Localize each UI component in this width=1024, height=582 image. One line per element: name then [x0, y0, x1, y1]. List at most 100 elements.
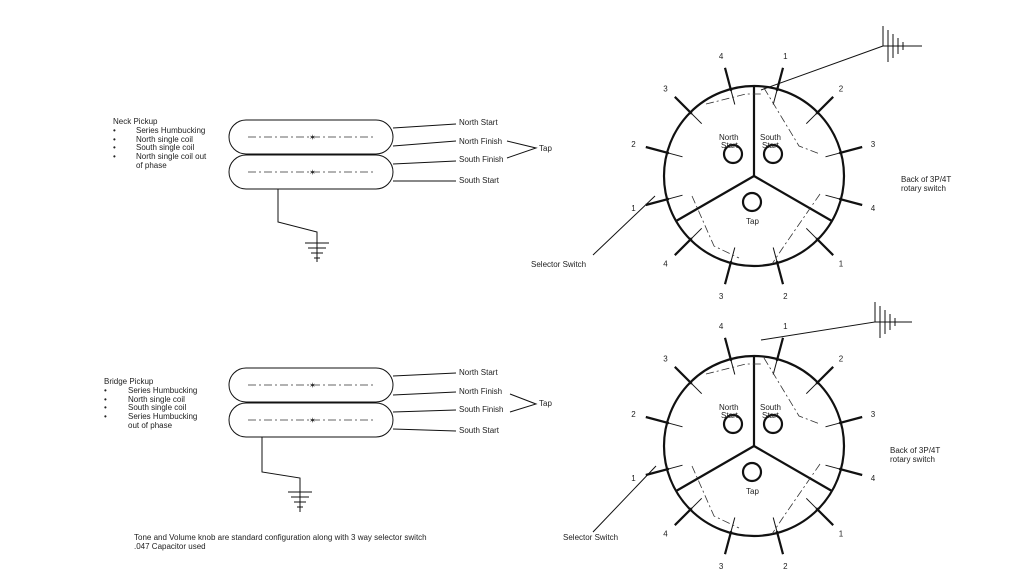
- switch-contact: [825, 464, 840, 470]
- position-number: 4: [663, 530, 668, 539]
- switch-terminal: [674, 96, 693, 115]
- neck-pickup-diagram: Neck Pickup • • • • Series Humbucking No…: [113, 117, 552, 262]
- position-number: 4: [719, 52, 724, 61]
- position-number: 2: [631, 410, 636, 419]
- tap-lug: [741, 461, 763, 483]
- position-number: 1: [631, 474, 636, 483]
- wire-label: North Finish: [459, 387, 502, 396]
- switch-annotations-bottom: Back of 3P/4T rotary switch Selector Swi…: [563, 302, 940, 542]
- pickup-option: South single coil: [128, 403, 186, 412]
- sector-label: South: [760, 133, 781, 142]
- switch-divider: [753, 175, 833, 222]
- switch-terminal: [815, 507, 834, 526]
- selector-pointer: [592, 465, 657, 533]
- switch-terminal: [645, 467, 670, 477]
- north-start-lug: [722, 413, 744, 435]
- wire: [392, 428, 457, 432]
- switch-contact: [825, 152, 840, 158]
- pickup-title: Neck Pickup: [113, 117, 158, 126]
- switch-terminal: [723, 337, 733, 362]
- south-coil: [228, 154, 394, 190]
- position-number: 4: [871, 204, 876, 213]
- magnet-mark: ✶: [309, 416, 316, 425]
- switch-contact: [772, 247, 778, 262]
- switch-terminal: [838, 415, 863, 425]
- selector-label: Selector Switch: [531, 260, 586, 269]
- position-number: 3: [663, 354, 668, 363]
- switch-terminal: [674, 507, 693, 526]
- ground-wire: [261, 437, 301, 512]
- pickup-option: North single coil: [128, 395, 185, 404]
- wire-label: North Finish: [459, 137, 502, 146]
- wire: [392, 409, 457, 413]
- ground-wire: [277, 189, 318, 262]
- bullet: •: [113, 152, 116, 161]
- switch-contact: [805, 383, 817, 395]
- pickup-option: North single coil: [136, 135, 193, 144]
- switch-contact: [805, 497, 817, 509]
- switch-contact: [668, 152, 683, 158]
- position-number: 2: [783, 562, 788, 571]
- tap-lug: [741, 191, 763, 213]
- position-number: 3: [719, 562, 724, 571]
- bullet: •: [113, 143, 116, 152]
- pickup-title: Bridge Pickup: [104, 377, 154, 386]
- switch-terminal: [775, 260, 785, 285]
- tap-bracket: [509, 393, 538, 413]
- ground-lead: [760, 302, 876, 341]
- switch-terminal: [775, 67, 785, 92]
- switch-contact: [691, 383, 703, 395]
- ground-icon: [305, 242, 329, 259]
- north-coil: [228, 119, 394, 155]
- position-number: 2: [783, 292, 788, 301]
- sector-label: North: [719, 133, 739, 142]
- switch-contact: [805, 113, 817, 125]
- switch-terminal: [674, 366, 693, 385]
- sector-label: Start: [721, 411, 739, 420]
- bullet: •: [104, 386, 107, 395]
- position-number: 4: [871, 474, 876, 483]
- internal-jumper: [763, 87, 821, 155]
- magnet-mark: ✶: [309, 133, 316, 142]
- wire: [392, 160, 457, 165]
- switch-contact: [730, 517, 736, 532]
- switch-contact: [772, 517, 778, 532]
- bullet: •: [104, 403, 107, 412]
- wire-label: South Start: [459, 176, 500, 185]
- internal-jumper: [771, 463, 821, 535]
- wire: [392, 391, 457, 396]
- magnet-mark: ✶: [309, 381, 316, 390]
- sector-label: South: [760, 403, 781, 412]
- pickup-option: South single coil: [136, 143, 194, 152]
- switch-contact: [691, 227, 703, 239]
- switch-contact: [825, 194, 840, 200]
- wire-label: North Start: [459, 368, 498, 377]
- bullet: •: [113, 126, 116, 135]
- position-number: 4: [663, 260, 668, 269]
- switch-contact: [825, 422, 840, 428]
- switch-terminal: [723, 67, 733, 92]
- switch-terminal: [723, 260, 733, 285]
- switch-caption: rotary switch: [901, 184, 946, 193]
- switch-terminal: [645, 415, 670, 425]
- position-number: 1: [783, 52, 788, 61]
- switch-divider: [753, 445, 833, 492]
- position-number: 2: [839, 354, 844, 363]
- tap-label: Tap: [539, 399, 552, 408]
- switch-terminal: [645, 145, 670, 155]
- pickup-option: North single coil out: [136, 152, 207, 161]
- sector-label: Tap: [746, 217, 759, 226]
- footnote-line: Tone and Volume knob are standard config…: [134, 533, 427, 542]
- switch-caption: Back of 3P/4T: [890, 446, 940, 455]
- selector-label: Selector Switch: [563, 533, 618, 542]
- internal-jumper: [705, 363, 762, 375]
- footnote-line: .047 Capacitor used: [134, 542, 206, 551]
- switch-terminal: [815, 366, 834, 385]
- switch-contact: [805, 227, 817, 239]
- wire: [392, 372, 457, 377]
- switch-contact: [730, 90, 736, 105]
- switch-terminal: [775, 530, 785, 555]
